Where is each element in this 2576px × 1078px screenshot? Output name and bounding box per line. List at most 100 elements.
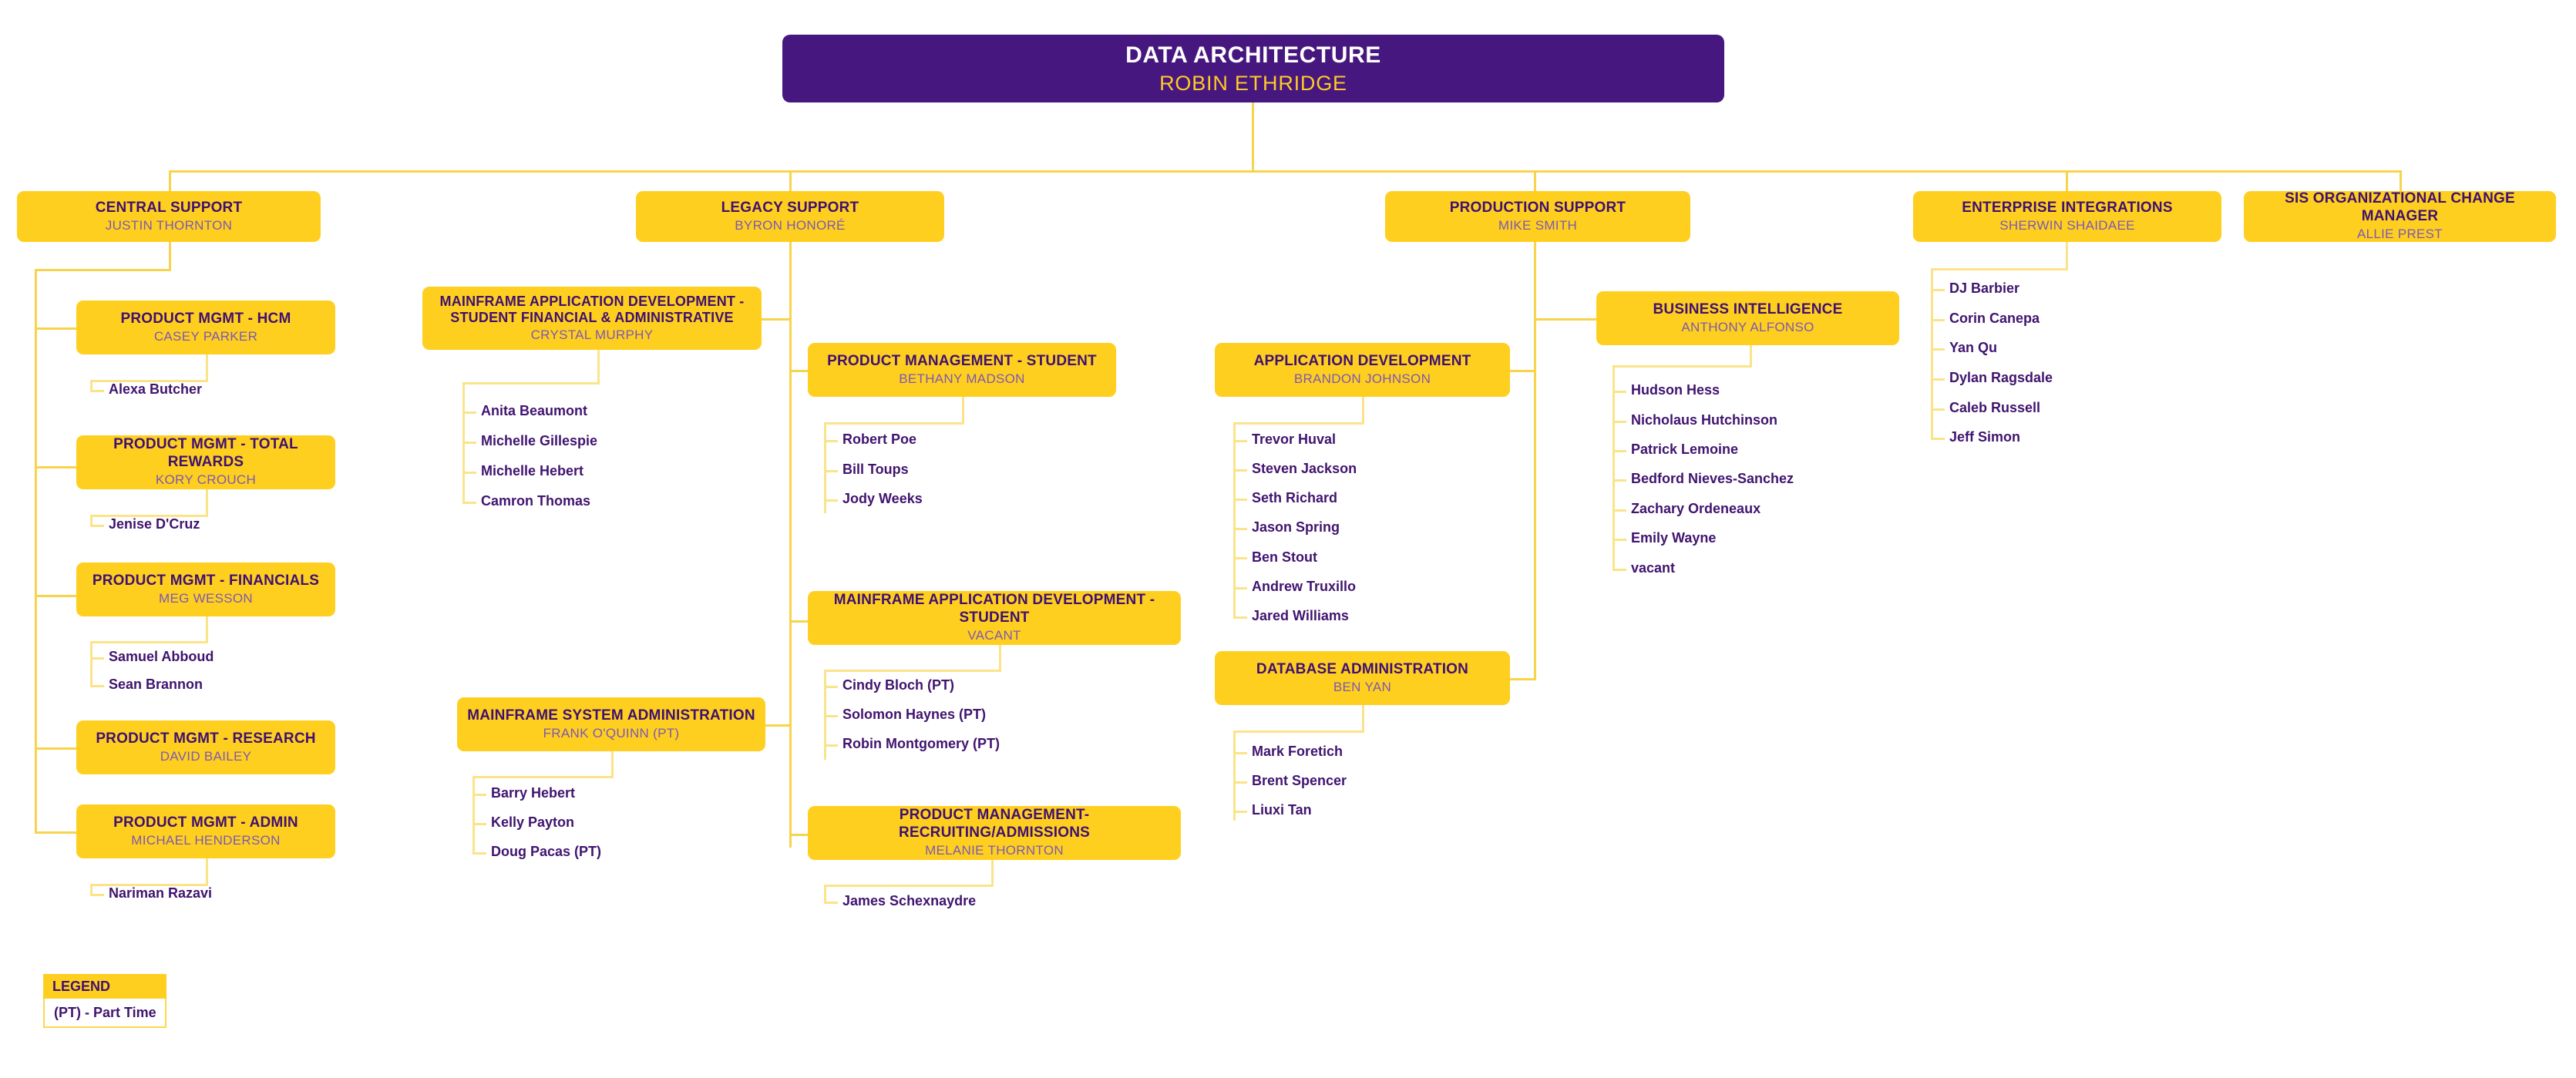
connector-dba-spine	[1233, 730, 1236, 821]
connector-enterprise-tick-1	[1931, 319, 1945, 321]
node-product-mgmt-admin[interactable]: PRODUCT MGMT - ADMIN MICHAEL HENDERSON	[76, 804, 335, 858]
connector-production-spine	[1534, 242, 1536, 680]
connector-dba-stem	[1362, 705, 1364, 730]
connector-drop-enterprise-integrations	[2066, 170, 2068, 191]
list-item: Sean Brannon	[109, 677, 203, 692]
connector-total-rewards-spine	[90, 515, 92, 525]
connector-admin-spine	[90, 884, 92, 894]
node-title: ENTERPRISE INTEGRATIONS	[1962, 199, 2173, 216]
connector-mainframe-student-stem-elbow	[824, 670, 1001, 672]
list-item: Bedford Nieves-Sanchez	[1631, 471, 1794, 486]
node-product-mgmt-research[interactable]: PRODUCT MGMT - RESEARCH DAVID BAILEY	[76, 720, 335, 774]
connector-legacy-to-pm-recruiting	[789, 834, 809, 836]
list-item: Trevor Huval	[1252, 432, 1337, 447]
connector-hcm-spine	[90, 380, 92, 390]
node-person: CRYSTAL MURPHY	[530, 327, 654, 343]
node-enterprise-integrations[interactable]: ENTERPRISE INTEGRATIONS SHERWIN SHAIDAEE	[1913, 191, 2221, 242]
connector-mainframe-sfa-stem-elbow	[462, 382, 600, 385]
node-product-management-recruiting-admissions[interactable]: PRODUCT MANAGEMENT- RECRUITING/ADMISSION…	[808, 806, 1181, 860]
node-product-management-student[interactable]: PRODUCT MANAGEMENT - STUDENT BETHANY MAD…	[808, 343, 1116, 397]
connector-mainframe-student-tick-1	[824, 715, 838, 717]
node-person: JUSTIN THORNTON	[105, 218, 233, 233]
node-production-support[interactable]: PRODUCTION SUPPORT MIKE SMITH	[1385, 191, 1690, 242]
node-title: PRODUCT MANAGEMENT- RECRUITING/ADMISSION…	[898, 807, 1091, 841]
connector-central-stem	[169, 242, 171, 269]
connector-admin-stem	[206, 858, 208, 884]
connector-central-stem-elbow	[35, 269, 171, 271]
node-mainframe-app-dev-student[interactable]: MAINFRAME APPLICATION DEVELOPMENT - STUD…	[808, 591, 1181, 645]
connector-bi-tick-5	[1613, 539, 1626, 541]
connector-mainframe-sfa-stem	[597, 350, 600, 382]
list-item: Seth Richard	[1252, 490, 1338, 505]
list-item: Andrew Truxillo	[1252, 579, 1357, 594]
connector-pm-student-stem-elbow	[824, 422, 964, 425]
node-mainframe-system-administration[interactable]: MAINFRAME SYSTEM ADMINISTRATION FRANK O'…	[457, 697, 765, 751]
list-item: Nariman Razavi	[109, 885, 213, 901]
node-legacy-support[interactable]: LEGACY SUPPORT BYRON HONORÉ	[636, 191, 944, 242]
connector-enterprise-tick-5	[1931, 438, 1945, 440]
list-item: Dylan Ragsdale	[1949, 370, 2053, 385]
node-sis-org-change-manager[interactable]: SIS ORGANIZATIONAL CHANGE MANAGER ALLIE …	[2244, 190, 2556, 242]
list-item: Barry Hebert	[491, 785, 576, 801]
node-product-mgmt-total-rewards[interactable]: PRODUCT MGMT - TOTAL REWARDS KORY CROUCH	[76, 435, 335, 489]
connector-financials-spine	[90, 641, 92, 685]
connector-mainframe-sfa-tick-3	[462, 502, 476, 504]
connector-legacy-to-mainframe-student	[789, 620, 809, 623]
connector-app-dev-tick-0	[1233, 440, 1247, 442]
node-business-intelligence[interactable]: BUSINESS INTELLIGENCE ANTHONY ALFONSO	[1596, 291, 1899, 345]
connector-production-to-bi	[1534, 318, 1597, 321]
list-item: Robert Poe	[842, 432, 917, 447]
connector-root-stem	[1252, 102, 1254, 170]
node-title: CENTRAL SUPPORT	[95, 199, 243, 216]
connector-bi-spine	[1613, 365, 1615, 569]
connector-total-rewards-stem	[206, 489, 208, 515]
list-item: Caleb Russell	[1949, 400, 2041, 415]
connector-enterprise-tick-4	[1931, 408, 1945, 411]
node-person: MIKE SMITH	[1498, 218, 1578, 233]
list-item: Samuel Abboud	[109, 649, 214, 664]
connector-enterprise-stem	[2066, 242, 2068, 268]
list-item: Camron Thomas	[481, 493, 591, 509]
node-person: ROBIN ETHRIDGE	[1159, 72, 1347, 95]
node-person: FRANK O'QUINN (PT)	[543, 726, 680, 740]
connector-enterprise-tick-3	[1931, 378, 1945, 381]
node-data-architecture[interactable]: DATA ARCHITECTURE ROBIN ETHRIDGE	[782, 35, 1724, 102]
connector-dba-stem-elbow	[1233, 730, 1364, 733]
list-item: Yan Qu	[1949, 340, 1998, 355]
node-person: CASEY PARKER	[153, 329, 258, 344]
node-database-administration[interactable]: DATABASE ADMINISTRATION BEN YAN	[1215, 651, 1510, 705]
list-item: James Schexnaydre	[842, 893, 977, 908]
list-item: Hudson Hess	[1631, 382, 1720, 398]
list-item: Brent Spencer	[1252, 773, 1347, 788]
connector-dba-tick-0	[1233, 752, 1247, 754]
connector-enterprise-spine	[1931, 268, 1933, 439]
connector-financials-stem	[206, 616, 208, 641]
list-item: vacant	[1631, 560, 1676, 576]
connector-bi-stem	[1750, 345, 1752, 365]
node-title: LEGACY SUPPORT	[721, 199, 859, 216]
connector-bi-tick-1	[1613, 421, 1626, 423]
node-application-development[interactable]: APPLICATION DEVELOPMENT BRANDON JOHNSON	[1215, 343, 1510, 397]
node-central-support[interactable]: CENTRAL SUPPORT JUSTIN THORNTON	[17, 191, 321, 242]
node-mainframe-app-dev-student-financial[interactable]: MAINFRAME APPLICATION DEVELOPMENT - STUD…	[422, 287, 762, 350]
connector-total-rewards-tick-0	[90, 525, 104, 527]
connector-financials-tick-1	[90, 685, 104, 687]
connector-app-dev-tick-2	[1233, 499, 1247, 501]
connector-pm-student-spine	[824, 422, 826, 513]
node-title: DATA ARCHITECTURE	[1125, 42, 1381, 68]
node-title: PRODUCT MGMT - TOTAL REWARDS	[113, 436, 298, 470]
node-person: BRANDON JOHNSON	[1293, 371, 1431, 386]
connector-legacy-spine	[789, 242, 792, 848]
node-product-mgmt-hcm[interactable]: PRODUCT MGMT - HCM CASEY PARKER	[76, 301, 335, 354]
node-title: PRODUCT MGMT - HCM	[120, 310, 291, 327]
list-item: Anita Beaumont	[481, 403, 588, 418]
connector-app-dev-stem	[1362, 397, 1364, 422]
connector-legacy-to-mainframe-sysadmin	[765, 724, 792, 727]
node-product-mgmt-financials[interactable]: PRODUCT MGMT - FINANCIALS MEG WESSON	[76, 563, 335, 616]
list-item: Corin Canepa	[1949, 311, 2040, 326]
connector-central-to-total-rewards	[35, 466, 77, 468]
list-item: Kelly Payton	[491, 814, 575, 830]
node-person: ALLIE PREST	[2356, 227, 2443, 242]
connector-financials-stem-elbow	[90, 641, 208, 643]
